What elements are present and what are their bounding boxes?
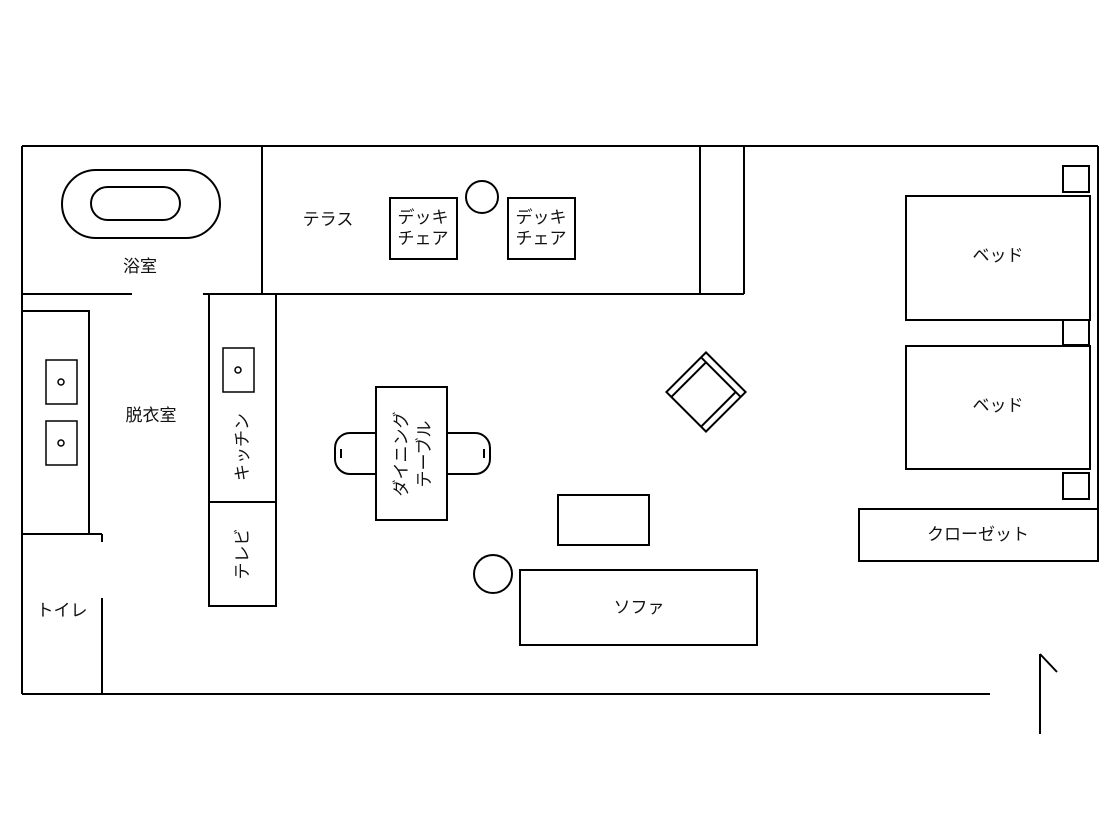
room-label-terrace: テラス: [303, 210, 354, 230]
bathtub: [61, 169, 221, 239]
deck-chair-left-label-line2: チェア: [398, 229, 449, 249]
tv-stand: [208, 501, 277, 607]
bed-bottom-label: ベッド: [973, 396, 1024, 416]
room-label-bath: 浴室: [123, 257, 157, 277]
exterior-walls: [21, 145, 1099, 695]
deck-chair-left: [389, 197, 458, 260]
bed-top-label: ベッド: [973, 246, 1024, 266]
interior-walls: [22, 146, 745, 694]
room-label-dressing: 脱衣室: [126, 406, 177, 426]
room-label-kitchen: キッチン: [233, 413, 253, 481]
dining-chair-left: [334, 432, 377, 475]
deck-chair-right-label-line1: デッキ: [516, 207, 567, 228]
dining-chair-right: [446, 432, 491, 475]
entrance-door: [1039, 653, 1058, 734]
sofa-label: ソファ: [614, 598, 665, 618]
room-label-toilet: トイレ: [37, 601, 88, 621]
nightstand: [1062, 319, 1090, 346]
dining-table-label-line2: テーブル: [414, 421, 435, 488]
room-label-closet: クローゼット: [927, 525, 1029, 545]
dining-table: [375, 386, 448, 521]
sofa: [519, 569, 758, 646]
dining-table-label-line1: ダイニング: [392, 412, 412, 497]
coffee-table: [557, 494, 650, 546]
side-table: [465, 180, 499, 214]
bed-bottom: [905, 345, 1091, 470]
nightstand: [1062, 472, 1090, 500]
armchair: [664, 350, 748, 434]
deck-chair-right: [507, 197, 576, 260]
room-label-tv: テレビ: [233, 529, 253, 580]
vanity-counter: [22, 310, 90, 534]
side-table: [473, 554, 513, 594]
deck-chair-left-label-line1: デッキ: [398, 207, 449, 228]
nightstand: [1062, 165, 1090, 193]
bed-top: [905, 195, 1091, 321]
closet: [858, 508, 1099, 562]
deck-chair-right-label-line2: チェア: [516, 229, 567, 249]
